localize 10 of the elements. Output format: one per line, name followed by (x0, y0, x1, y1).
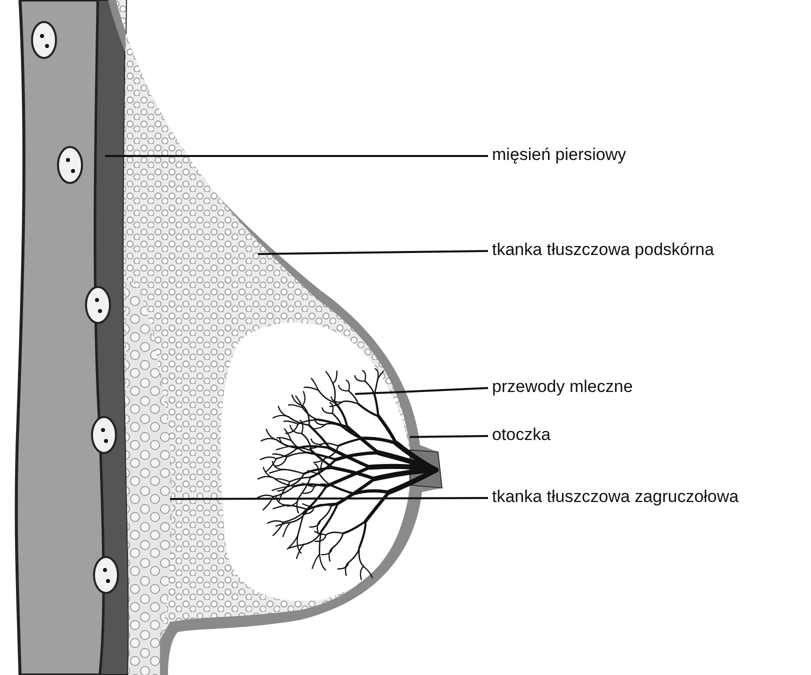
part-label: otoczka (492, 425, 551, 445)
leader-line (258, 250, 488, 255)
leader-line (170, 497, 488, 500)
leader-line (354, 387, 488, 395)
leader-line (410, 435, 488, 438)
part-label: przewody mleczne (492, 377, 633, 397)
part-label: tkanka tłuszczowa podskórna (492, 240, 714, 260)
leader-line (105, 155, 488, 157)
part-label: mięsień piersiowy (492, 145, 626, 165)
part-label: tkanka tłuszczowa zagruczołowa (492, 487, 739, 507)
